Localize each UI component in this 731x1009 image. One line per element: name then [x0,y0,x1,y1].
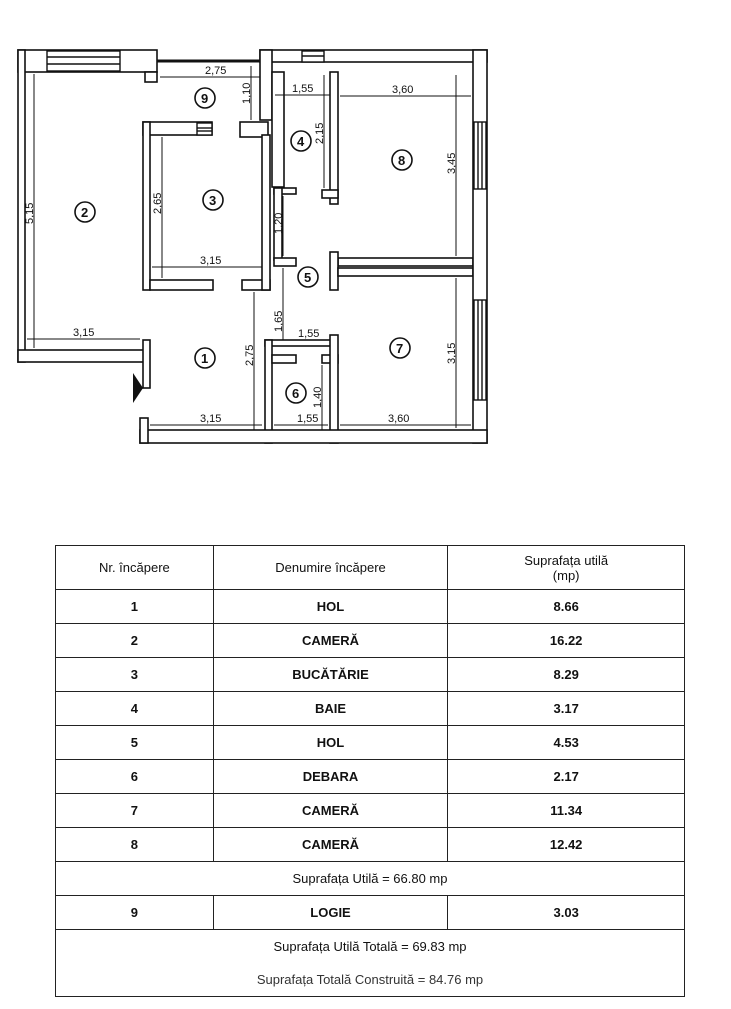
room-number: 7 [396,341,403,356]
dim-hall-upper: 1,20 [273,213,285,234]
total-useful-text: Suprafața Utilă Totală = 69.83 mp [55,929,685,962]
dim-storage-height: 1,40 [312,387,324,408]
dim-hall-lower: 1,65 [273,311,285,332]
cell-name: HOL [212,589,449,624]
room-label-4: 4 [290,130,312,152]
cell-nr: 6 [55,759,214,794]
room-label-5: 5 [297,266,319,288]
room-number: 5 [304,270,311,285]
entrance-arrow-icon [133,373,143,403]
cell-area: 3.03 [447,895,685,930]
room-number: 1 [201,351,208,366]
dimension-lines [27,66,471,430]
room-area-table: Nr. încăpere Denumire încăpere Suprafața… [55,545,685,997]
cell-nr: 2 [55,623,214,658]
room-number: 8 [398,153,405,168]
cell-area: 3.17 [447,691,685,726]
room-label-1: 1 [194,347,216,369]
cell-name: CAMERĂ [212,827,449,862]
cell-name: BAIE [212,691,449,726]
dim-logia-width: 2,75 [205,65,226,77]
cell-nr: 9 [55,895,214,930]
dim-room8-height: 3,45 [446,153,458,174]
dim-hall1-height: 2,75 [244,345,256,366]
room-label-6: 6 [285,382,307,404]
room-label-7: 7 [389,337,411,359]
room-number: 4 [297,134,305,149]
header-nr: Nr. încăpere [55,545,214,590]
cell-nr: 8 [55,827,214,862]
cell-name: CAMERĂ [212,623,449,658]
dim-logia-depth: 1,10 [241,83,253,104]
room-label-3: 3 [202,189,224,211]
room-number: 9 [201,91,208,106]
total-built-text: Suprafața Totală Construită = 84.76 mp [55,962,685,997]
dim-storage-bottom: 1,55 [297,413,318,425]
cell-name: BUCĂTĂRIE [212,657,449,692]
cell-area: 4.53 [447,725,685,760]
table-header: Nr. încăpere Denumire încăpere Suprafața… [55,545,685,590]
room-number: 3 [209,193,216,208]
cell-nr: 4 [55,691,214,726]
room-label-2: 2 [74,201,96,223]
cell-area: 16.22 [447,623,685,658]
cell-name: LOGIE [212,895,449,930]
cell-area: 12.42 [447,827,685,862]
cell-nr: 1 [55,589,214,624]
total-built-row: Suprafața Totală Construită = 84.76 mp [55,962,685,997]
dim-storage-top: 1,55 [298,328,319,340]
cell-area: 8.29 [447,657,685,692]
dim-bath-width: 1,55 [292,83,313,95]
total-useful-row: Suprafața Utilă Totală = 69.83 mp [55,929,685,962]
room-label-8: 8 [391,149,413,171]
room-label-9: 9 [194,87,216,109]
cell-nr: 5 [55,725,214,760]
header-area-text: Suprafața utilă (mp) [524,552,609,583]
cell-name: DEBARA [212,759,449,794]
dim-room2-width: 3,15 [73,327,94,339]
room-labels: 1 2 3 4 5 6 7 8 9 [74,87,413,404]
header-name: Denumire încăpere [212,545,449,590]
cell-area: 2.17 [447,759,685,794]
floor-plan: 2,75 1,10 5,15 3,15 2,65 3,15 1,55 2,15 … [17,49,488,444]
room-number: 6 [292,386,299,401]
cell-area: 8.66 [447,589,685,624]
room-number: 2 [81,205,88,220]
cell-name: CAMERĂ [212,793,449,828]
dim-hall1-width: 3,15 [200,413,221,425]
windows [46,50,487,401]
header-area: Suprafața utilă (mp) [447,545,685,590]
cell-nr: 7 [55,793,214,828]
dim-kitchen-height: 2,65 [152,193,164,214]
subtotal-row: Suprafața Utilă = 66.80 mp [55,861,685,896]
dim-room8-width: 3,60 [392,84,413,96]
cell-area: 11.34 [447,793,685,828]
subtotal-text: Suprafața Utilă = 66.80 mp [55,861,685,896]
cell-name: HOL [212,725,449,760]
dimension-labels: 2,75 1,10 5,15 3,15 2,65 3,15 1,55 2,15 … [24,65,458,425]
cell-nr: 3 [55,657,214,692]
dim-kitchen-width: 3,15 [200,255,221,267]
dim-bath-height: 2,15 [314,123,326,144]
walls [17,49,488,444]
dim-room2-height: 5,15 [24,203,36,224]
dim-room7-height: 3,15 [446,343,458,364]
dim-room7-width: 3,60 [388,413,409,425]
